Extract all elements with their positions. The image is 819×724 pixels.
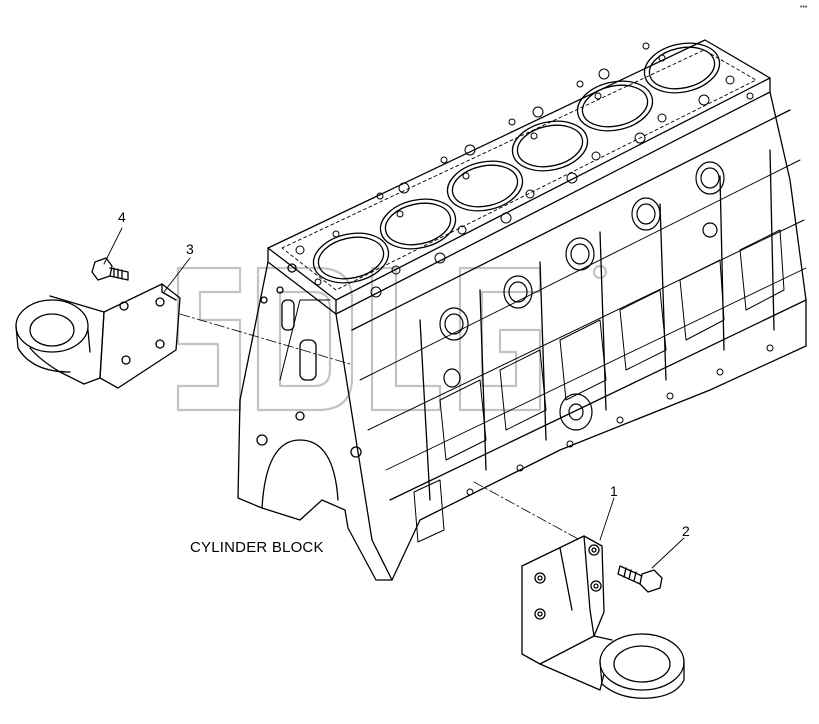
cylinder-block bbox=[237, 39, 807, 581]
deck-holes bbox=[295, 42, 754, 298]
part-3-front-mount-bracket bbox=[15, 283, 181, 389]
callout-label-3: 3 bbox=[186, 241, 194, 257]
part-2-bolt bbox=[617, 565, 663, 593]
callout-label-2: 2 bbox=[682, 523, 690, 539]
leader-lines bbox=[103, 227, 685, 569]
part-4-bolt bbox=[91, 257, 129, 281]
callout-label-4: 4 bbox=[118, 209, 126, 225]
cylinder-block-caption: CYLINDER BLOCK bbox=[190, 539, 324, 556]
assembly-center-lines bbox=[179, 313, 581, 541]
corner-mark: ••• bbox=[800, 4, 808, 11]
cylinder-bores bbox=[312, 42, 721, 284]
callout-label-1: 1 bbox=[610, 483, 618, 499]
part-1-rear-mount-bracket bbox=[521, 535, 685, 699]
